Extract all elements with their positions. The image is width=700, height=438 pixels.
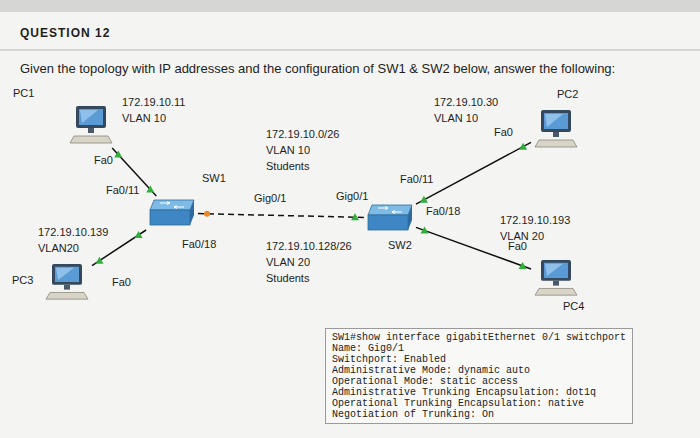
link-light (146, 185, 154, 192)
link-light (519, 143, 527, 150)
switch-drawing (148, 198, 196, 228)
cli-line: Switchport: Enabled (332, 354, 626, 365)
switch-icon: SW1 (148, 198, 196, 228)
vlan-label: VLAN20 (38, 242, 79, 255)
screen-glare (545, 264, 563, 276)
ip-address: 172.19.10.11 (122, 96, 185, 109)
port-label: Fa0 (112, 276, 131, 289)
ip-address: 172.19.10.139 (38, 226, 108, 239)
port-label: Fa0/11 (106, 184, 139, 197)
switch-front (368, 215, 408, 230)
switch-arrow (174, 206, 184, 209)
switch-top (150, 200, 194, 210)
link-light (351, 213, 359, 220)
device-name: SW1 (202, 172, 226, 185)
port-label: Fa0/11 (400, 173, 433, 186)
switch-icon: SW2 (366, 203, 414, 233)
vlan-label: VLAN 10 (266, 144, 310, 157)
switch-arrow (378, 207, 388, 210)
port-label: Gig0/1 (336, 190, 368, 203)
monitor-frame (541, 110, 571, 132)
pc-drawing (44, 262, 90, 302)
switch-arrow (392, 211, 402, 214)
monitor-screen (79, 109, 103, 125)
pc-icon: PC3 (44, 262, 90, 302)
keyboard (70, 136, 112, 143)
keyboard (46, 292, 88, 299)
pc-drawing (533, 258, 579, 298)
cli-line: Administrative Mode: dynamic auto (332, 365, 626, 376)
subnet-name: Students (266, 160, 309, 173)
switch-front (150, 210, 190, 225)
link-light (135, 231, 143, 238)
switch-side (408, 205, 412, 230)
link-light (519, 262, 527, 269)
cli-line: Administrative Trunking Encapsulation: d… (332, 387, 626, 398)
question-text: Given the topology with IP addresses and… (20, 62, 615, 77)
switch-side (190, 200, 194, 225)
monitor-stand (553, 132, 559, 137)
keyboard (535, 288, 577, 295)
monitor-stand (64, 285, 70, 290)
monitor-stand (553, 281, 559, 286)
trunk-link (198, 214, 364, 218)
screen-glare (545, 114, 563, 127)
switch-arrow (160, 202, 170, 205)
cli-line: Name: Gig0/1 (332, 343, 626, 354)
subnet-label: 172.19.10.0/26 (266, 128, 339, 141)
cli-line: SW1#show interface gigabitEthernet 0/1 s… (332, 332, 626, 343)
cli-output-box: SW1#show interface gigabitEthernet 0/1 s… (325, 328, 633, 424)
pc-drawing (68, 104, 114, 146)
switch-drawing (366, 203, 414, 233)
link-light (96, 257, 104, 264)
question-heading: QUESTION 12 (20, 27, 110, 41)
device-name: PC1 (13, 87, 34, 100)
device-name: PC3 (12, 274, 33, 287)
cli-line: Operational Mode: static access (332, 376, 626, 387)
link-light (204, 211, 210, 217)
keyboard (535, 140, 577, 147)
cli-line: Operational Trunking Encapsulation: nati… (332, 398, 626, 409)
monitor-screen (55, 267, 79, 282)
monitor-screen (544, 113, 568, 129)
link-light (114, 151, 122, 158)
pc-drawing (533, 108, 579, 150)
port-label: Fa0 (494, 126, 513, 139)
header-rule (0, 50, 700, 51)
monitor-frame (541, 260, 571, 281)
link-light (420, 196, 428, 203)
screen-glare (80, 110, 98, 123)
switch-top (368, 205, 412, 215)
monitor-screen (544, 263, 568, 278)
link-light (420, 226, 428, 233)
ip-address: 172.19.10.30 (434, 96, 498, 109)
device-name: SW2 (388, 239, 412, 252)
subnet-label: 172.19.10.128/26 (266, 240, 352, 253)
monitor-stand (88, 128, 94, 133)
cli-line: Negotiation of Trunking: On (332, 409, 626, 420)
pc-icon: PC1 (68, 104, 114, 146)
vlan-label: VLAN 20 (266, 256, 310, 269)
pc-icon: PC2 (533, 108, 579, 150)
pc-icon: PC4 (533, 258, 579, 298)
vlan-label: VLAN 10 (434, 112, 478, 125)
screen-glare (56, 268, 74, 280)
ip-address: 172.19.10.193 (500, 214, 570, 227)
port-label: Fa0/18 (182, 238, 216, 251)
top-strip (0, 0, 700, 12)
monitor-frame (76, 106, 106, 128)
port-label: Fa0/18 (426, 205, 460, 218)
device-name: PC2 (557, 88, 578, 101)
monitor-frame (52, 264, 82, 285)
port-label: Fa0 (94, 154, 113, 167)
vlan-label: VLAN 10 (122, 112, 166, 125)
device-name: PC4 (563, 300, 584, 313)
subnet-name: Students (266, 272, 309, 285)
port-label: Gig0/1 (254, 192, 286, 205)
port-label: Fa0 (508, 240, 527, 253)
